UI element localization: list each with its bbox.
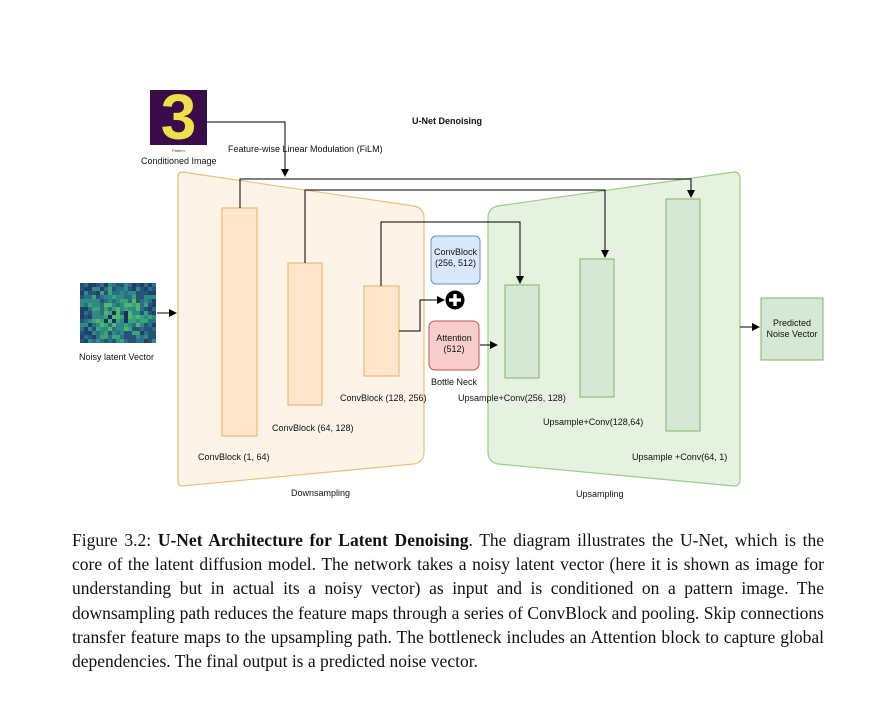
caption-body: . The diagram illustrates the U-Net, whi… [72, 530, 825, 672]
conditioned-image: 3 [150, 90, 207, 145]
encoder-block-3 [363, 285, 400, 377]
unet-diagram: 3 Pattern U-Net Denoising Conditioned Im… [79, 90, 824, 499]
encoder-block-2 [287, 262, 323, 406]
attention-label: Attention [436, 333, 472, 343]
decoder-block-label-1: Upsample+Conv(256, 128) [458, 393, 566, 403]
plus-circle-icon [445, 290, 465, 310]
film-connection [207, 121, 289, 177]
encoder-to-bottleneck-arrow [399, 296, 445, 332]
noise-pattern [80, 283, 156, 343]
output-label-line2: Noise Vector [766, 329, 818, 339]
decoder-block-3 [665, 198, 701, 432]
bottleneck-label: Bottle Neck [431, 377, 478, 387]
conditioned-image-label: Conditioned Image [141, 156, 217, 166]
noisy-vector-label: Noisy latent Vector [79, 352, 155, 362]
decoder-block-2 [579, 258, 615, 398]
decoder-block-label-3: Upsample +Conv(64, 1) [632, 452, 728, 462]
conditioned-image-tiny-caption: Pattern [172, 148, 185, 153]
convblock-label: ConvBlock [433, 247, 478, 257]
diagram-canvas [157, 121, 824, 487]
convblock-dims: (256, 512) [434, 258, 477, 268]
bottleneck-attention [428, 320, 480, 371]
output-text: Predicted Noise Vector [761, 318, 823, 340]
encoder-block-label-3: ConvBlock (128, 256) [340, 393, 427, 403]
downsampling-label: Downsampling [291, 488, 351, 498]
encoder-block-label-2: ConvBlock (64, 128) [272, 423, 354, 433]
decoder-block-1 [504, 284, 540, 379]
noisy-latent-image [80, 283, 156, 343]
attention-text: Attention (512) [429, 333, 479, 355]
bottleneck-convblock [430, 235, 481, 285]
skip-connection-1 [239, 178, 695, 208]
output-label-line1: Predicted [772, 318, 812, 328]
attention-dims: (512) [443, 344, 465, 354]
upsampling-label: Upsampling [576, 489, 624, 499]
convblock-text: ConvBlock (256, 512) [431, 247, 480, 269]
output-box [760, 297, 824, 361]
film-label: Feature-wise Linear Modulation (FiLM) [228, 144, 383, 154]
encoder-block-label-1: ConvBlock (1, 64) [198, 452, 270, 462]
decoder-block-label-2: Upsample+Conv(128,64) [543, 417, 644, 427]
digit-glyph: 3 [160, 90, 197, 145]
skip-connection-2 [304, 189, 609, 263]
caption-figure-label: Figure 3.2: [72, 530, 158, 550]
skip-connection-3 [380, 221, 524, 286]
figure-caption: Figure 3.2: U-Net Architecture for Laten… [72, 528, 824, 673]
caption-figure-title: U-Net Architecture for Latent Denoising [157, 530, 469, 550]
encoder-block-1 [221, 207, 258, 437]
diagram-title: U-Net Denoising [412, 116, 483, 126]
